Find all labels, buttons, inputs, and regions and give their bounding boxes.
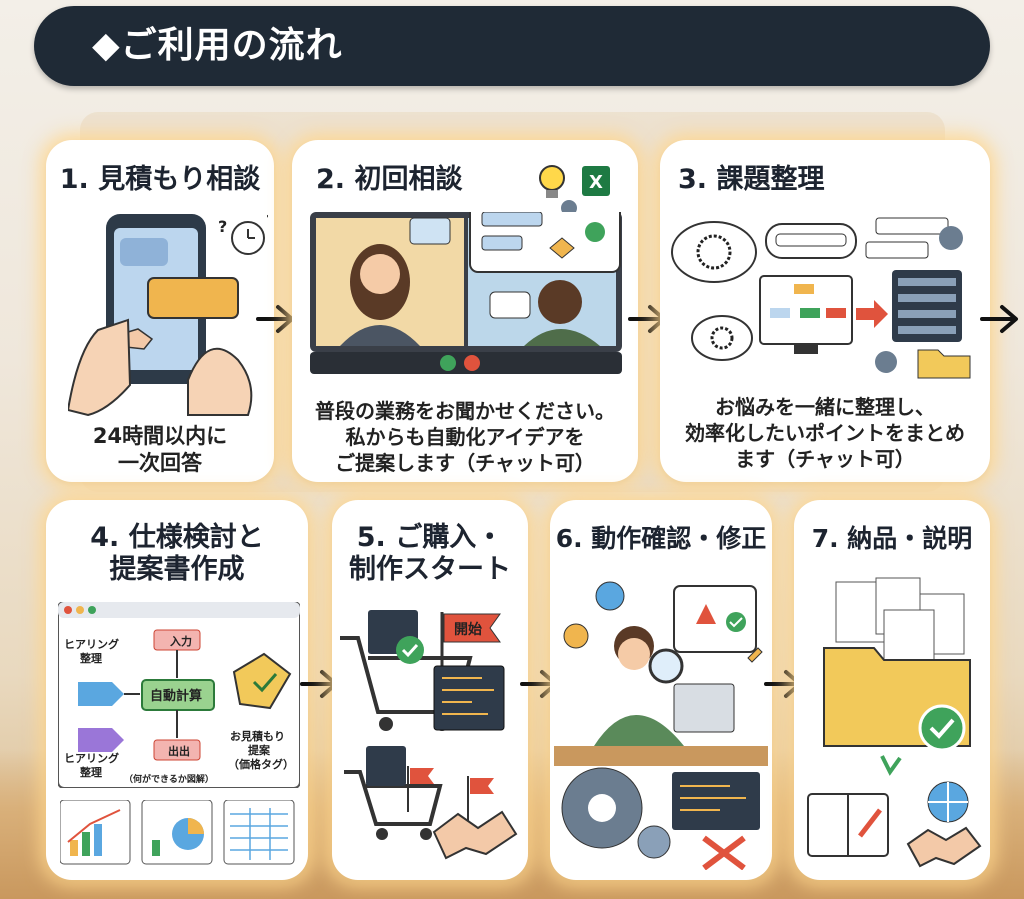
gear-icon <box>939 226 963 250</box>
cart-icon <box>340 636 473 714</box>
step-6-title: 6. 動作確認・修正 <box>555 524 767 553</box>
magnifier-icon <box>648 648 684 684</box>
delivery-illustration <box>807 577 982 868</box>
report-charts-illustration <box>60 800 295 865</box>
gear-icon <box>563 623 589 649</box>
spec-flow-illustration: ヒアリング 整理 ヒアリング 整理 入力 自動計算 出出 （何ができるか図解） … <box>58 602 300 788</box>
phone-consult-illustration: ? ? <box>68 211 268 417</box>
excel-icon <box>582 166 610 196</box>
step-2-title: 2. 初回相談 <box>316 164 463 195</box>
step-card-7: 7. 納品・説明 <box>794 500 990 880</box>
handshake-icon <box>432 810 518 860</box>
gear-icon <box>595 581 625 611</box>
step-card-6: 6. 動作確認・修正 <box>550 500 772 880</box>
step-1-desc: 24時間以内に 一次回答 <box>92 424 228 476</box>
purchase-start-illustration: 開始 <box>340 610 518 860</box>
video-call-illustration <box>310 212 622 374</box>
svg-text:整理: 整理 <box>79 651 102 665</box>
svg-text:（価格タグ）: （価格タグ） <box>228 757 294 771</box>
svg-text:?: ? <box>266 211 268 230</box>
step-5-title: 5. ご購入・ 制作スタート <box>349 522 511 586</box>
page-title: ◆ご利用の流れ <box>92 25 343 66</box>
lightbulb-icon <box>539 165 565 191</box>
gear-icon <box>875 351 897 373</box>
svg-text:ヒアリング: ヒアリング <box>64 637 119 651</box>
handshake-icon <box>906 826 982 868</box>
step-card-4: 4. 仕様検討と 提案書作成 ヒアリング 整理 ヒアリング 整理 入力 自動計算… <box>46 500 308 880</box>
step-3-title: 3. 課題整理 <box>678 164 825 195</box>
svg-text:?: ? <box>218 217 227 236</box>
svg-text:お見積もり: お見積もり <box>230 729 285 743</box>
svg-text:入力: 入力 <box>170 634 192 648</box>
svg-text:X: X <box>589 172 603 193</box>
step-card-3: 3. 課題整理 お悩みを一緒に整理し、 効率化したいポイントをまとめ ます（チャ… <box>660 140 990 482</box>
step-4-title: 4. 仕様検討と 提案書作成 <box>90 522 264 586</box>
problem-organize-illustration <box>671 217 971 379</box>
svg-text:ヒアリング: ヒアリング <box>64 751 119 765</box>
idea-excel-icons: X <box>539 165 610 216</box>
price-tag-icon <box>232 652 292 710</box>
folder-icon <box>917 349 971 379</box>
step-card-5: 5. ご購入・ 制作スタート 開始 <box>332 500 528 880</box>
testing-fix-illustration <box>554 581 768 870</box>
step-card-1: 1. 見積もり相談 ? ? 24時間以内に 一次回答 <box>46 140 274 482</box>
step-card-2: 2. 初回相談 X 普段の業務をお聞かせください。 私からも自動化アイデアを ご… <box>292 140 638 482</box>
step-1-title: 1. 見積もり相談 <box>59 164 261 195</box>
start-flag-label: 開始 <box>454 621 482 638</box>
svg-text:整理: 整理 <box>79 765 102 779</box>
step-7-title: 7. 納品・説明 <box>811 524 973 553</box>
svg-text:（何ができるか図解）: （何ができるか図解） <box>124 773 214 785</box>
step-2-desc: 普段の業務をお聞かせください。 私からも自動化アイデアを ご提案します（チャット… <box>315 399 615 475</box>
tools-icon <box>702 835 746 870</box>
svg-text:出出: 出出 <box>168 744 190 758</box>
page-header: ◆ご利用の流れ <box>34 6 990 86</box>
arrow-right-icon <box>980 305 1018 333</box>
svg-text:自動計算: 自動計算 <box>150 688 202 704</box>
step-3-desc: お悩みを一緒に整理し、 効率化したいポイントをまとめ ます（チャット可） <box>685 395 965 471</box>
svg-text:提案: 提案 <box>248 743 271 757</box>
